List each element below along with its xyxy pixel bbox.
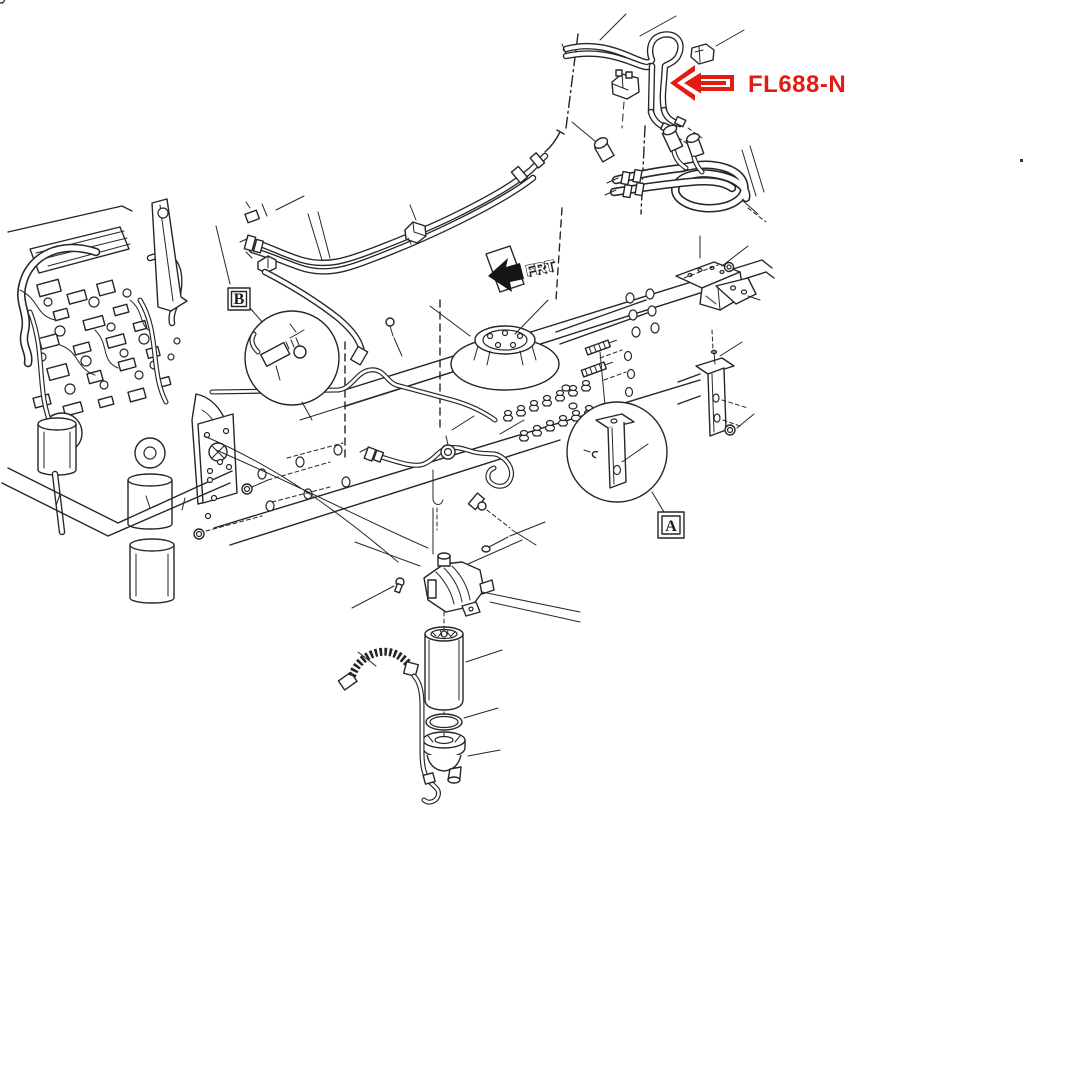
- callout-letter-b: B: [234, 291, 245, 308]
- top-fuel-line-assembly: [561, 13, 745, 145]
- hose-fitting: [510, 165, 529, 184]
- callout-letter-a: A: [665, 518, 677, 535]
- retainer-clip: [690, 29, 745, 65]
- lower-fuel-pipe-assembly: [359, 415, 537, 546]
- cap-fitting: [571, 121, 615, 163]
- upper-fuel-lines: [239, 129, 565, 366]
- svg-text:FRT: FRT: [526, 259, 558, 282]
- engine-detail-cluster: [19, 278, 181, 417]
- grommet-rows: [0, 0, 595, 442]
- hose-clip: [245, 251, 277, 274]
- frame-rail-holes: [204, 288, 660, 520]
- line-connector-block: [611, 69, 640, 129]
- part-label-fl688n: FL688-N: [748, 71, 846, 98]
- callout-a: A: [566, 351, 685, 539]
- small-valve: [244, 195, 305, 224]
- frame-rails: [193, 33, 775, 563]
- oil-filter-canisters: [37, 417, 175, 604]
- o-ring: [425, 707, 499, 731]
- crossmember-hardware: [0, 0, 627, 442]
- detail-b-fitting: [249, 323, 307, 381]
- water-separator-bowl: [422, 731, 501, 784]
- part-annotation: FL688-N: [670, 65, 846, 101]
- coiled-fuel-hose: [571, 121, 767, 223]
- frt-indicator: FRT FRT: [485, 245, 558, 293]
- frame-bolts: [193, 442, 344, 540]
- mounting-bracket-upper: [675, 235, 761, 311]
- stud-springs: [561, 339, 627, 410]
- hose-end-fittings: [661, 124, 705, 175]
- filter-head: [351, 507, 581, 623]
- stray-mark: [1020, 159, 1023, 162]
- mounting-bracket-lower: [677, 329, 755, 437]
- drain-hose: [337, 647, 441, 805]
- head-screw: [481, 545, 491, 553]
- detail-a-bracket: [583, 413, 649, 489]
- stud-fitting: [467, 492, 537, 546]
- engine-assembly: [1, 198, 238, 604]
- callout-b: B: [215, 225, 340, 421]
- callout-circle-b: [244, 310, 340, 406]
- frt-label: FRT: [524, 257, 556, 280]
- fuel-filter-assembly: [337, 507, 581, 805]
- line-clip: [404, 221, 427, 245]
- push-pin: [385, 317, 395, 327]
- frt-arrow-icon: [488, 258, 524, 292]
